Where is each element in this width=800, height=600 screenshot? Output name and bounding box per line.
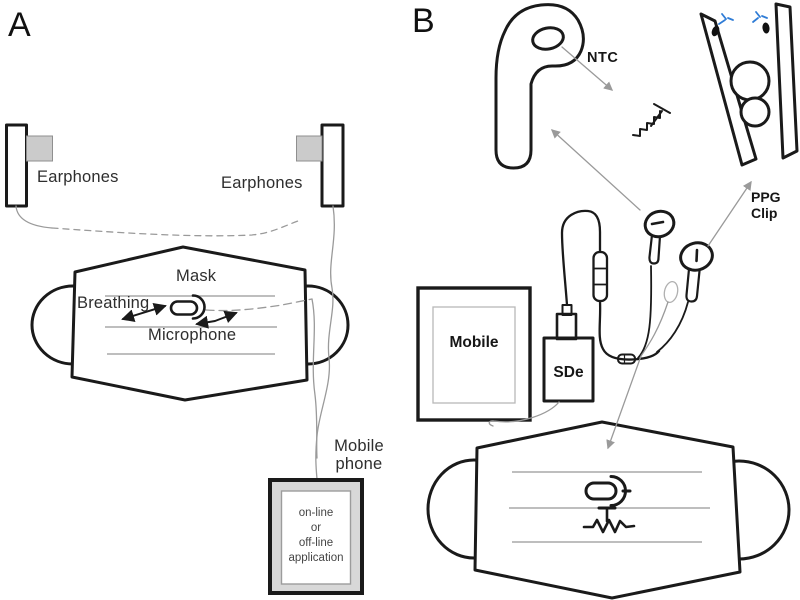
led-sparks-icon (718, 11, 768, 25)
ppg-clip-label-line2: Clip (751, 205, 778, 221)
panel-b-label: B (412, 2, 435, 40)
phone-app-line3: off-line (298, 537, 334, 549)
mic-hole-callout-oval (663, 280, 679, 304)
mobile-box-label: Mobile (449, 334, 499, 351)
mobile-box-icon (416, 286, 532, 422)
breathing-label: Breathing (77, 294, 150, 312)
sde-box-label: SDe (553, 364, 584, 381)
earphones-left-label: Earphones (37, 168, 119, 186)
ppg-clip-label-line1: PPG (751, 189, 781, 205)
annotation-arrows (550, 46, 752, 450)
phone-app-text: on-line or off-line application (281, 506, 351, 566)
panel-a-label: A (8, 6, 31, 44)
sde-mobile-cable (488, 401, 560, 427)
earphone-left-icon (5, 123, 53, 208)
mask-label: Mask (176, 267, 217, 285)
ntc-label: NTC (587, 50, 619, 66)
phone-app-line2: or (310, 522, 322, 534)
enlarged-earbud-icon (494, 3, 585, 170)
earphones-right-label: Earphones (221, 174, 303, 192)
phone-app-line4: application (288, 552, 344, 564)
breathing-arrows-icon (121, 303, 238, 329)
mobile-phone-label: Mobile phone (324, 437, 394, 473)
microphone-label: Microphone (148, 326, 237, 344)
mask-a-icon (30, 245, 350, 402)
phone-app-line1: on-line (298, 507, 334, 519)
earphone-right-icon (296, 123, 345, 208)
thermistor-symbol-icon (632, 103, 671, 137)
mobile-phone-icon (268, 478, 364, 595)
ppg-clip-label: PPG Clip (751, 189, 781, 221)
earpods-icon (560, 209, 714, 365)
earphone-cables-a (15, 205, 335, 480)
mobile-phone-label-line2: phone (335, 455, 383, 473)
ppg-clip-icon (699, 2, 799, 167)
mobile-phone-label-line1: Mobile (334, 437, 384, 455)
thermistor-icon-b (582, 506, 636, 534)
microphone-icon-b (584, 475, 632, 507)
sde-dongle-icon (542, 304, 595, 403)
